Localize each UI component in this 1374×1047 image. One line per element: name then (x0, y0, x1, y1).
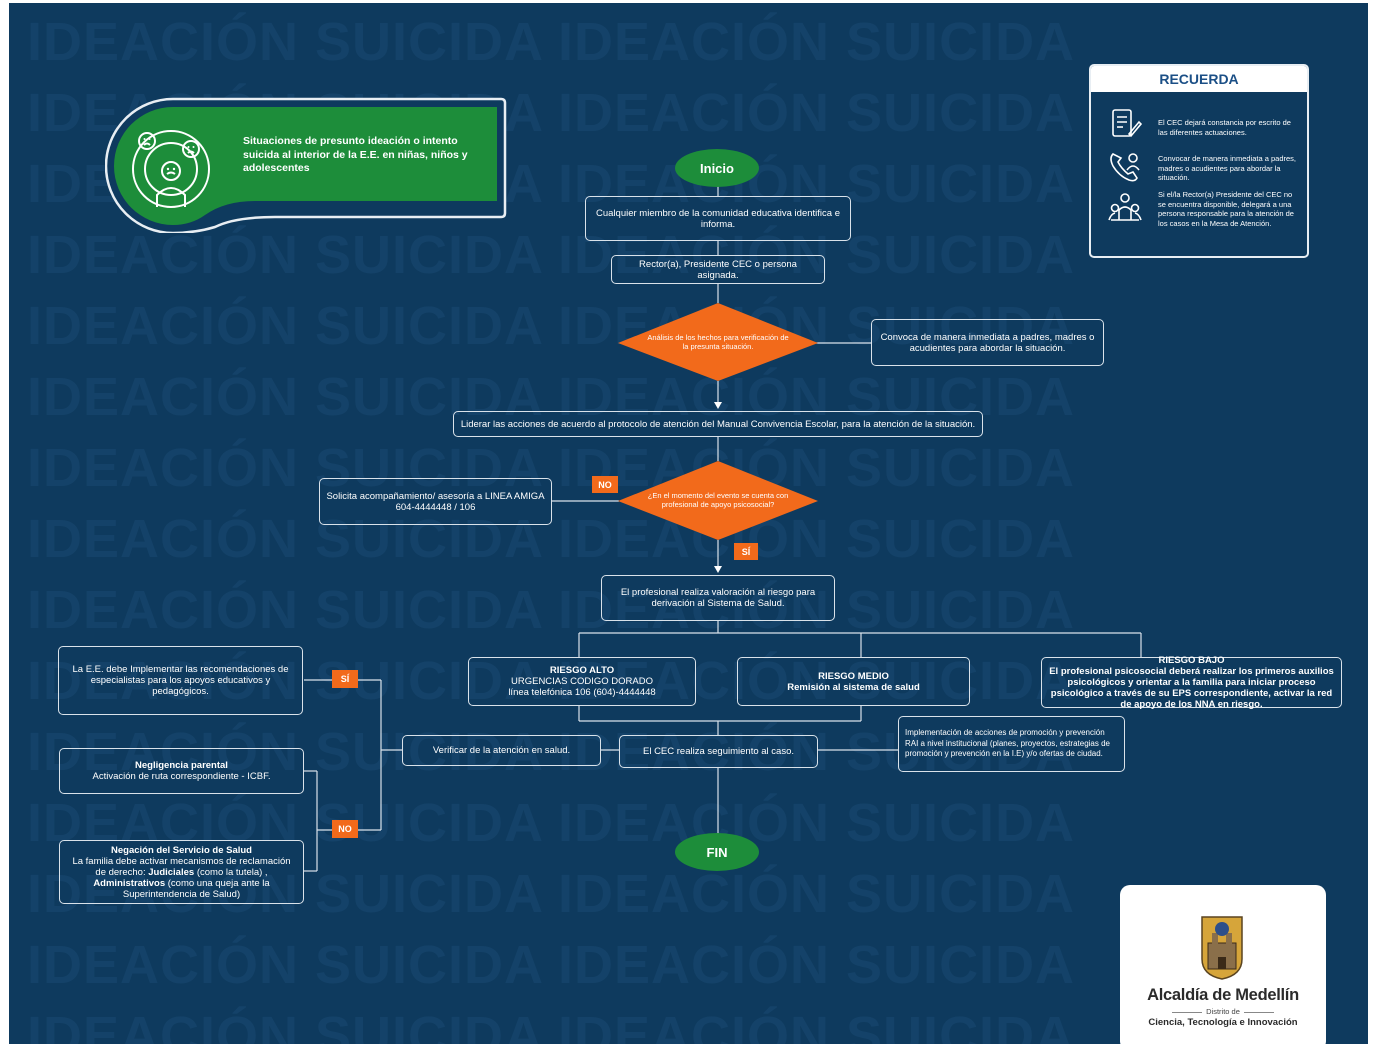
step-implementacion: Implementación de acciones de promoción … (898, 716, 1125, 772)
step-implementacion-text: Implementación de acciones de promoción … (905, 728, 1110, 759)
step-liderar-text: Liderar las acciones de acuerdo al proto… (460, 418, 976, 430)
step-recomendaciones: La E.E. debe Implementar las recomendaci… (58, 646, 303, 715)
signed-document-icon (1107, 106, 1143, 142)
title-card: Situaciones de presunto ideación o inten… (105, 97, 507, 233)
step-convoca: Convoca de manera inmediata a padres, ma… (871, 319, 1104, 366)
negligencia-title: Negligencia parental (135, 760, 228, 771)
riesgo-bajo-box: RIESGO BAJO El profesional psicosocial d… (1041, 655, 1342, 710)
no-tag: NO (592, 476, 618, 493)
recuerda-title: RECUERDA (1091, 66, 1307, 92)
step-negligencia: Negligencia parental Activación de ruta … (59, 748, 304, 794)
si-tag: SÍ (734, 543, 758, 560)
negacion-t3: (como una queja ante la Superintendencia… (122, 877, 270, 900)
riesgo-alto-title: RIESGO ALTO (549, 665, 615, 676)
fin-node: FIN (675, 833, 759, 871)
recuerda-item-text: El CEC dejará constancia por escrito de … (1158, 118, 1291, 137)
title-card-shape (105, 97, 507, 233)
step-valoracion: El profesional realiza valoración al rie… (601, 575, 835, 621)
connector-lines (304, 186, 1142, 872)
riesgo-medio-line1: Remisión al sistema de salud (787, 681, 920, 693)
watermark-row: IDEACIÓN SUICIDA IDEACIÓN SUICIDA (27, 864, 1076, 924)
alcaldia-sub2: Ciencia, Tecnología e Innovación (1148, 1017, 1298, 1028)
watermark-row: IDEACIÓN SUICIDA IDEACIÓN SUICIDA (27, 1006, 1076, 1044)
watermark-row: IDEACIÓN SUICIDA IDEACIÓN SUICIDA (27, 367, 1076, 427)
alcaldia-name: Alcaldía de Medellín (1147, 986, 1299, 1004)
arrowhead (714, 566, 722, 573)
watermark-row: IDEACIÓN SUICIDA IDEACIÓN SUICIDA (27, 12, 1076, 72)
step-linea-amiga: Solicita acompañamiento/ asesoría a LINE… (319, 478, 552, 525)
negacion-judiciales: Judiciales (148, 866, 195, 878)
step-negacion: Negación del Servicio de Salud La famili… (59, 840, 304, 904)
watermark-row: IDEACIÓN SUICIDA IDEACIÓN SUICIDA (27, 651, 1076, 711)
inicio-node: Inicio (675, 149, 759, 187)
decision-analisis-text: Análisis de los hechos para verificación… (647, 333, 789, 351)
step-seguimiento: El CEC realiza seguimiento al caso. (619, 735, 818, 768)
riesgo-alto-line1: URGENCIAS CODIGO DORADO (511, 676, 653, 687)
child-with-emotions-icon (129, 127, 213, 211)
riesgo-alto-line2: línea telefónica 106 (604)-4444448 (508, 687, 656, 698)
riesgo-bajo-title: RIESGO BAJO (1158, 655, 1225, 666)
negacion-title: Negación del Servicio de Salud (111, 844, 252, 856)
watermark-row: IDEACIÓN SUICIDA IDEACIÓN SUICIDA (27, 296, 1076, 356)
step-valoracion-text: El profesional realiza valoración al rie… (620, 587, 816, 609)
phone-call-parent-icon (1107, 148, 1143, 184)
alcaldia-sub1: Distrito de (1120, 1007, 1326, 1016)
flowchart-canvas: IDEACIÓN SUICIDA IDEACIÓN SUICIDA IDEACIÓ… (9, 3, 1368, 1044)
step-seguimiento-text: El CEC realiza seguimiento al caso. (642, 746, 794, 757)
no-tag-left: NO (332, 820, 358, 838)
step-identifica: Cualquier miembro de la comunidad educat… (585, 196, 851, 241)
step-rector: Rector(a), Presidente CEC o persona asig… (611, 255, 825, 284)
watermark-row: IDEACIÓN SUICIDA IDEACIÓN SUICIDA (27, 438, 1076, 498)
negacion-t1: La familia debe activar mecanismos de re… (72, 855, 291, 878)
riesgo-medio-title: RIESGO MEDIO (818, 670, 889, 682)
arrowhead (714, 402, 722, 409)
step-liderar: Liderar las acciones de acuerdo al proto… (453, 411, 983, 437)
decision1-diamond (618, 303, 818, 381)
team-meeting-icon (1107, 190, 1143, 226)
si-tag-left: SÍ (332, 670, 358, 688)
step-recomendaciones-text: La E.E. debe Implementar las recomendaci… (72, 664, 289, 697)
step-verificar: Verificar de la atención en salud. (402, 735, 601, 766)
negacion-administrativos: Administrativos (93, 877, 166, 889)
decision2-diamond (618, 461, 818, 540)
riesgo-bajo-text: El profesional psicosocial deberá realiz… (1049, 666, 1334, 710)
negacion-t2: (como la tutela) , (194, 866, 268, 878)
recuerda-panel: RECUERDA El CEC dejará constancia por es… (1089, 64, 1309, 258)
negligencia-text: Activación de ruta correspondiente - ICB… (92, 771, 271, 782)
decision-profesional-text: ¿En el momento del evento se cuenta con … (647, 491, 789, 509)
title-card-text: Situaciones de presunto ideación o inten… (243, 135, 468, 174)
alcaldia-logo-card: Alcaldía de Medellín Distrito de Ciencia… (1120, 885, 1326, 1044)
watermark-row: IDEACIÓN SUICIDA IDEACIÓN SUICIDA (27, 935, 1076, 995)
recuerda-item-text: Si el/la Rector(a) Presidente del CEC no… (1158, 190, 1294, 228)
recuerda-item-text: Convocar de manera inmediata a padres, m… (1158, 154, 1296, 182)
step-convoca-text: Convoca de manera inmediata a padres, ma… (880, 331, 1095, 354)
riesgo-alto-box: RIESGO ALTO URGENCIAS CODIGO DORADO líne… (468, 657, 696, 706)
step-linea-amiga-text: Solicita acompañamiento/ asesoría a LINE… (326, 490, 545, 513)
step-rector-text: Rector(a), Presidente CEC o persona asig… (639, 258, 797, 281)
step-identifica-text: Cualquier miembro de la comunidad educat… (596, 207, 840, 230)
riesgo-medio-box: RIESGO MEDIO Remisión al sistema de salu… (737, 657, 970, 706)
alcaldia-sub1-text: Distrito de (1206, 1007, 1240, 1016)
watermark-row: IDEACIÓN SUICIDA IDEACIÓN SUICIDA (27, 580, 1076, 640)
medellin-coat-of-arms-icon (1198, 913, 1246, 981)
step-verificar-text: Verificar de la atención en salud. (432, 745, 571, 756)
watermark-row: IDEACIÓN SUICIDA IDEACIÓN SUICIDA (27, 225, 1076, 285)
watermark-row: IDEACIÓN SUICIDA IDEACIÓN SUICIDA (27, 793, 1076, 853)
